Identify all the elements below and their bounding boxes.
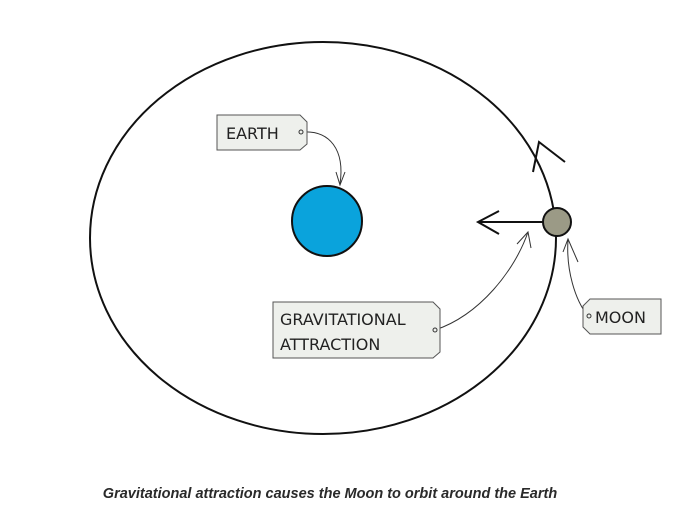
moon-label: MOON: [582, 298, 662, 335]
orbit-path: [89, 41, 557, 435]
moon-label-text: MOON: [595, 308, 646, 327]
gravity-force-arrowhead: [475, 210, 500, 235]
caption: Gravitational attraction causes the Moon…: [102, 486, 558, 502]
earth-connector-arrowhead: [335, 171, 346, 187]
gravity-label-line1: GRAVITATIONAL: [280, 310, 406, 329]
earth-label-text: EARTH: [226, 124, 279, 143]
earth-connector: [301, 131, 342, 185]
gravity-connector: [434, 231, 529, 331]
gravity-label-line2: ATTRACTION: [280, 335, 380, 354]
gravity-connector-arrowhead: [516, 230, 532, 249]
orbit-direction-arrow: [532, 140, 566, 173]
earth-label: EARTH: [216, 114, 308, 151]
moon-connector-arrowhead: [562, 237, 579, 263]
earth: [291, 185, 363, 257]
moon: [542, 207, 572, 237]
gravitational-attraction-label: GRAVITATIONAL ATTRACTION: [272, 301, 441, 359]
